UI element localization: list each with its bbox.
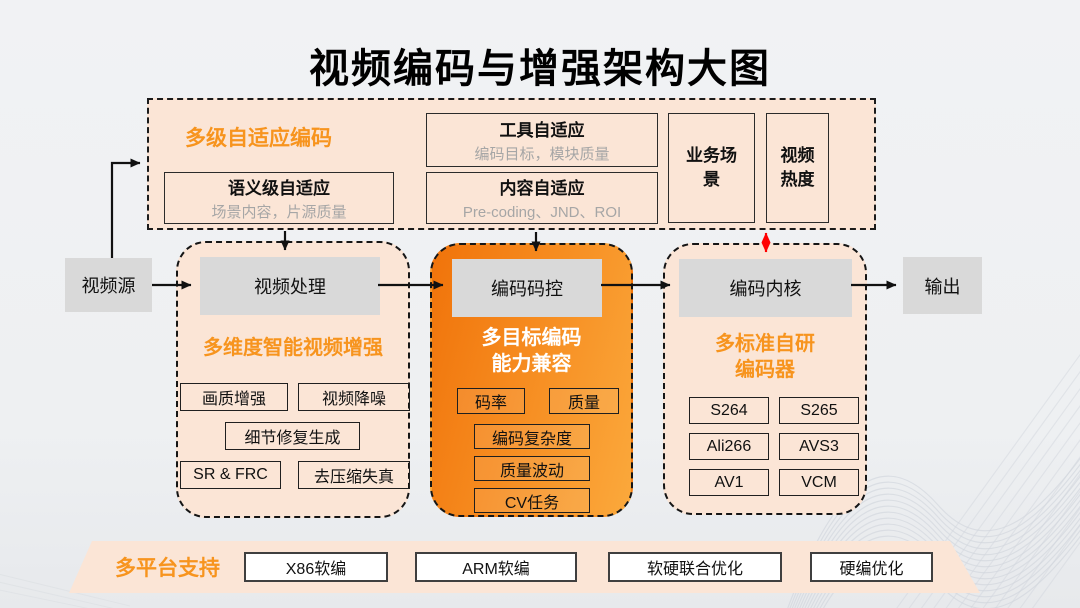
content-adaptive-subtitle: Pre-coding、JND、ROI: [462, 204, 622, 221]
content-adaptive-card: 内容自适应 Pre-coding、JND、ROI: [426, 172, 658, 224]
business-scene-card: 业务场 景: [668, 113, 755, 223]
rc-item: CV任务: [474, 488, 590, 513]
enhance-item: 细节修复生成: [225, 422, 360, 450]
platform-item: ARM软编: [415, 552, 577, 582]
semantic-adaptive-subtitle: 场景内容，片源质量: [211, 204, 347, 221]
encoder-kernel-block: 编码内核 多标准自研 编码器 S264 S265 Ali266 AVS3 AV1…: [663, 243, 867, 515]
tool-adaptive-title: 工具自适应: [499, 121, 585, 140]
rc-item: 编码复杂度: [474, 424, 590, 449]
encoder-kernel-label: 多标准自研 编码器: [715, 333, 815, 381]
rate-control-label: 多目标编码 能力兼容: [481, 327, 582, 375]
enhance-item: 画质增强: [180, 383, 288, 411]
codec-item: Ali266: [689, 433, 769, 460]
codec-item: VCM: [779, 469, 859, 496]
platform-item: 软硬联合优化: [608, 552, 782, 582]
adaptive-coding-section: 多级自适应编码 工具自适应 编码目标，模块质量 语义级自适应 场景内容，片源质量…: [147, 98, 876, 230]
adaptive-coding-label: 多级自适应编码: [185, 127, 332, 150]
video-enhance-block: 视频处理 多维度智能视频增强 画质增强 视频降噪 细节修复生成 SR & FRC…: [176, 241, 410, 518]
enhance-item: 去压缩失真: [298, 461, 410, 489]
page-title: 视频编码与增强架构大图: [309, 47, 771, 91]
rc-item: 质量波动: [474, 456, 590, 481]
video-heat-card: 视频 热度: [766, 113, 829, 223]
rate-control-header: 编码码控: [452, 259, 602, 317]
enhance-item: 视频降噪: [298, 383, 410, 411]
codec-item: S265: [779, 397, 859, 424]
rc-item: 码率: [457, 388, 525, 414]
platform-item: 硬编优化: [810, 552, 933, 582]
semantic-adaptive-card: 语义级自适应 场景内容，片源质量: [164, 172, 394, 224]
content-adaptive-title: 内容自适应: [499, 179, 585, 198]
enhance-item: SR & FRC: [180, 461, 281, 489]
codec-item: AV1: [689, 469, 769, 496]
output-node: 输出: [903, 257, 982, 314]
tool-adaptive-card: 工具自适应 编码目标，模块质量: [426, 113, 658, 167]
video-enhance-label: 多维度智能视频增强: [203, 337, 383, 359]
corner-line-bundle: [0, 573, 131, 608]
platform-support-label: 多平台支持: [115, 557, 220, 580]
video-source-node: 视频源: [65, 258, 152, 312]
platform-item: X86软编: [244, 552, 388, 582]
tool-adaptive-subtitle: 编码目标，模块质量: [474, 146, 610, 163]
codec-item: AVS3: [779, 433, 859, 460]
platform-support-bar: 多平台支持 X86软编 ARM软编 软硬联合优化 硬编优化: [69, 541, 980, 593]
rc-item: 质量: [549, 388, 619, 414]
encoder-kernel-header: 编码内核: [679, 259, 852, 317]
codec-item: S264: [689, 397, 769, 424]
semantic-adaptive-title: 语义级自适应: [228, 179, 330, 198]
rate-control-block: 编码码控 多目标编码 能力兼容 码率 质量 编码复杂度 质量波动 CV任务: [430, 243, 633, 517]
video-processing-header: 视频处理: [200, 257, 380, 315]
